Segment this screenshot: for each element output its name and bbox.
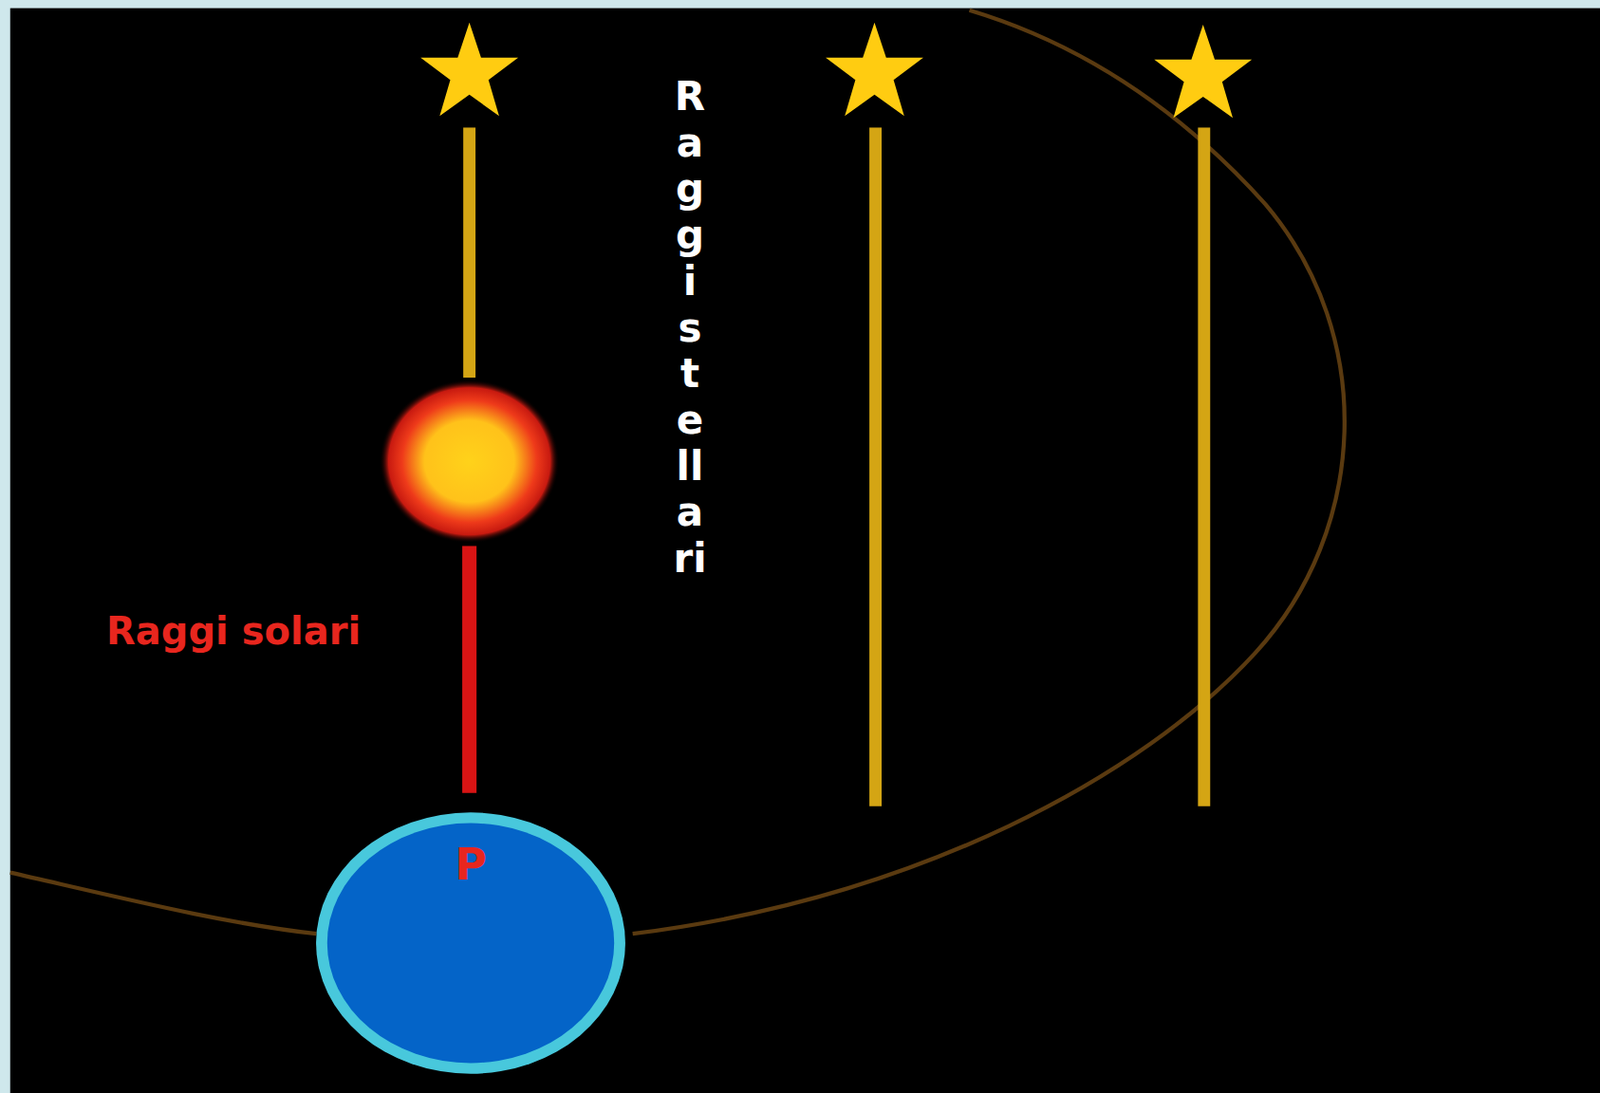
star-ray xyxy=(463,127,476,378)
sun-ray xyxy=(462,545,477,793)
star xyxy=(1153,24,1252,118)
point-label: P xyxy=(311,840,631,890)
star-rays-label: Raggi stellari xyxy=(669,74,710,583)
sun xyxy=(379,379,559,543)
star xyxy=(825,22,924,116)
star xyxy=(420,22,519,116)
planet-circle: P xyxy=(311,808,631,1079)
star-ray xyxy=(869,127,882,806)
star-ray xyxy=(1197,127,1210,806)
orbit xyxy=(10,10,1345,934)
night-sky xyxy=(10,8,1600,1093)
sun-rays-label: Raggi solari xyxy=(106,609,361,653)
